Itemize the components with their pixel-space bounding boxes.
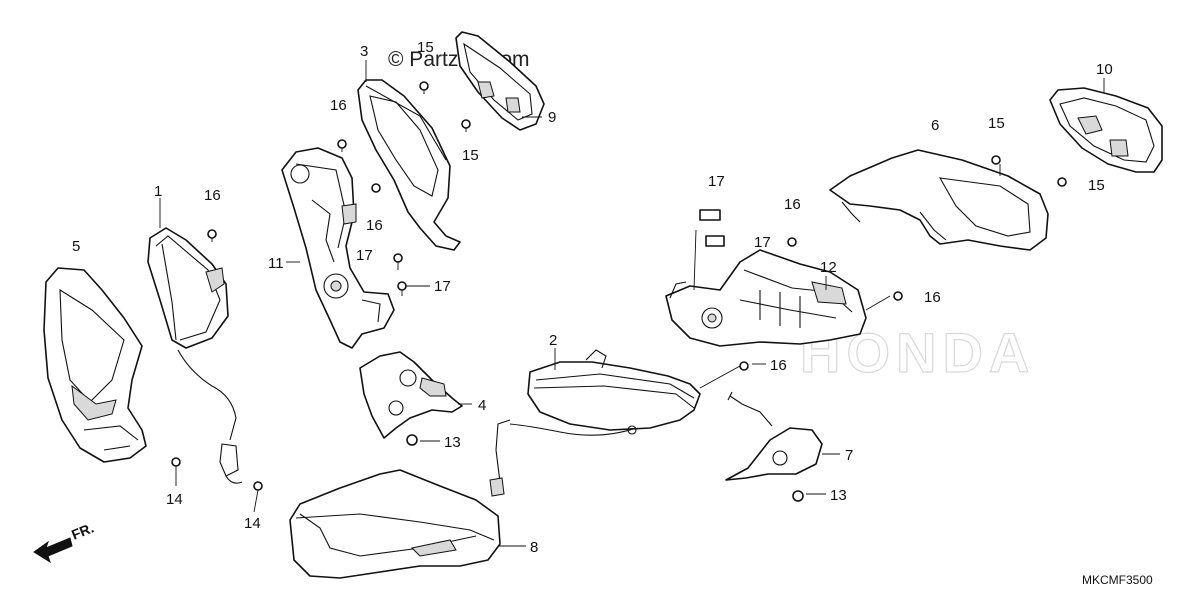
part-12-bracket-assembly-right: [665, 249, 867, 347]
front-label: FR.: [69, 519, 96, 542]
callout-17-d: 17: [754, 234, 771, 251]
callout-4: 4: [478, 397, 486, 414]
callout-15-a: 15: [417, 39, 434, 56]
diagram-code: MKCMF3500: [1082, 573, 1153, 587]
part-4-small-panel: [359, 351, 463, 439]
callout-17-a: 17: [356, 247, 373, 264]
screw-14-a: [171, 457, 181, 467]
part-10-mirror-glass-right: [1049, 87, 1163, 173]
callout-2: 2: [549, 332, 557, 349]
screw-15-top-b: [461, 119, 471, 132]
callout-17-b: 17: [434, 278, 451, 295]
callout-6: 6: [931, 117, 939, 134]
fasteners: [171, 81, 1067, 502]
screw-17-e: [787, 237, 797, 247]
callout-16-f: 16: [770, 357, 787, 374]
part-7-small-bracket: [725, 391, 823, 481]
screw-16-left: [207, 229, 217, 242]
callout-7: 7: [845, 447, 853, 464]
callout-16-d: 16: [784, 196, 801, 213]
callout-13-a: 13: [444, 434, 461, 451]
callout-14-b: 14: [244, 515, 261, 532]
callout-11: 11: [268, 255, 284, 272]
front-direction-indicator: FR.: [33, 519, 96, 564]
callout-3: 3: [360, 43, 368, 60]
callout-9: 9: [548, 109, 556, 126]
bolt-17-b: [397, 281, 407, 296]
part-5-mirror-housing: [43, 267, 147, 463]
callout-labels: 1 2 3 4 5 6 7 8 9 10 11 12 13 13 14 14 1…: [72, 39, 1113, 556]
callout-13-b: 13: [830, 487, 847, 504]
bolt-17-d: [705, 235, 725, 247]
screw-15-top-a: [419, 81, 429, 94]
screw-16-upper: [337, 139, 347, 152]
callout-16-e: 16: [924, 289, 941, 306]
callout-15-b: 15: [462, 147, 479, 164]
callout-15-d: 15: [1088, 177, 1105, 194]
callout-15-c: 15: [988, 115, 1005, 132]
clip-13-b: [792, 490, 804, 502]
part-8-lower-cover: [289, 469, 501, 579]
clip-13-a: [406, 434, 418, 446]
screw-16-mid: [371, 183, 381, 193]
callout-16-b: 16: [204, 187, 221, 204]
part-2-turn-signal-lamp: [489, 349, 701, 497]
callout-12: 12: [820, 259, 837, 276]
bolt-17-c: [699, 209, 721, 221]
callout-16-a: 16: [330, 97, 347, 114]
callout-8: 8: [530, 539, 538, 556]
callout-17-c: 17: [708, 173, 725, 190]
callout-14-a: 14: [166, 491, 183, 508]
part-1-mirror-unit: [147, 227, 243, 484]
screw-15-right-b: [1057, 177, 1067, 187]
bolt-17-a: [393, 253, 403, 270]
screw-16-right: [893, 291, 903, 301]
screw-15-right-a: [991, 155, 1001, 165]
part-9-mirror-glass: [455, 31, 545, 131]
front-arrow-icon: [33, 537, 73, 564]
callout-10: 10: [1096, 61, 1113, 78]
callout-5: 5: [72, 238, 80, 255]
part-6-right-cover: [829, 149, 1049, 251]
part-11-bracket-assembly: [281, 147, 395, 349]
screw-14-b: [253, 481, 263, 491]
part-3-mirror-cover: [357, 79, 461, 251]
leader-lines: [159, 60, 1105, 547]
callout-16-c: 16: [366, 217, 383, 234]
callout-1: 1: [154, 183, 162, 200]
screw-16-lower-right: [739, 361, 749, 371]
